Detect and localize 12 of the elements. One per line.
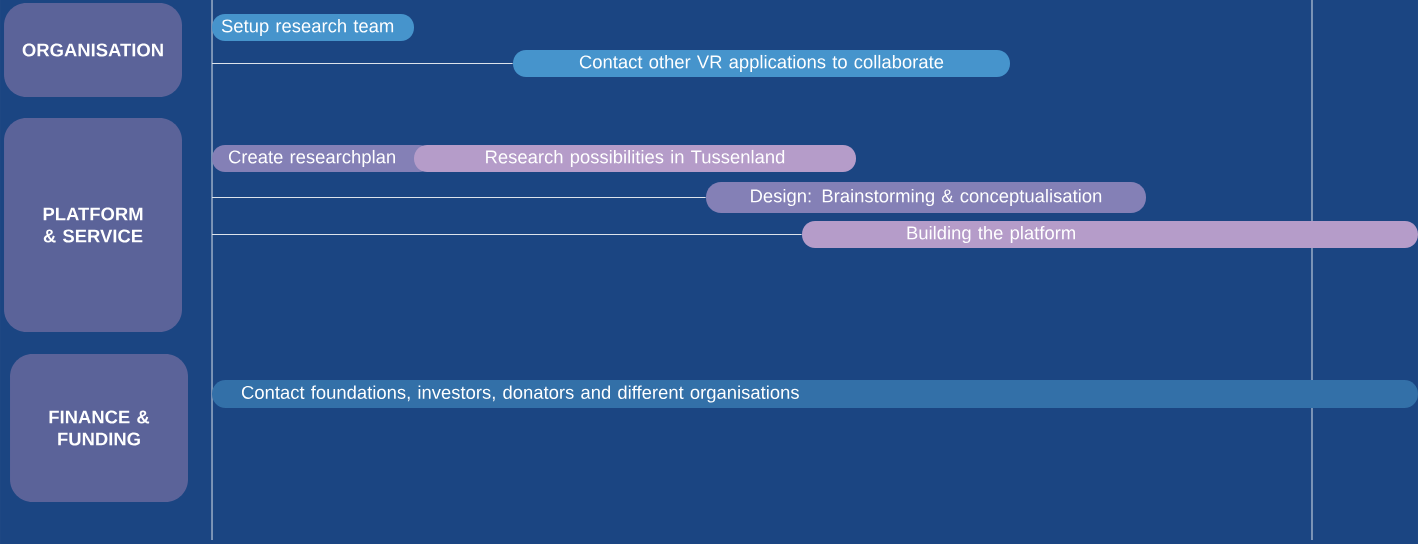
task-bar: Research possibilities in Tussenland xyxy=(414,145,856,172)
category-box: FINANCE & FUNDING xyxy=(10,354,188,502)
category-box: PLATFORM & SERVICE xyxy=(4,118,182,332)
task-bar: Contact foundations, investors, donators and different organisations xyxy=(212,380,1418,408)
task-bar: Building the platform xyxy=(802,221,1418,248)
task-bar: Design: Brainstorming & conceptualisation xyxy=(706,182,1146,213)
connector-line xyxy=(211,196,707,198)
connector-line xyxy=(211,62,514,64)
connector-line xyxy=(211,233,803,235)
task-bar: Setup research team xyxy=(212,14,414,41)
task-bar: Contact other VR applications to collaborate xyxy=(513,50,1010,77)
category-box: ORGANISATION xyxy=(4,3,182,97)
